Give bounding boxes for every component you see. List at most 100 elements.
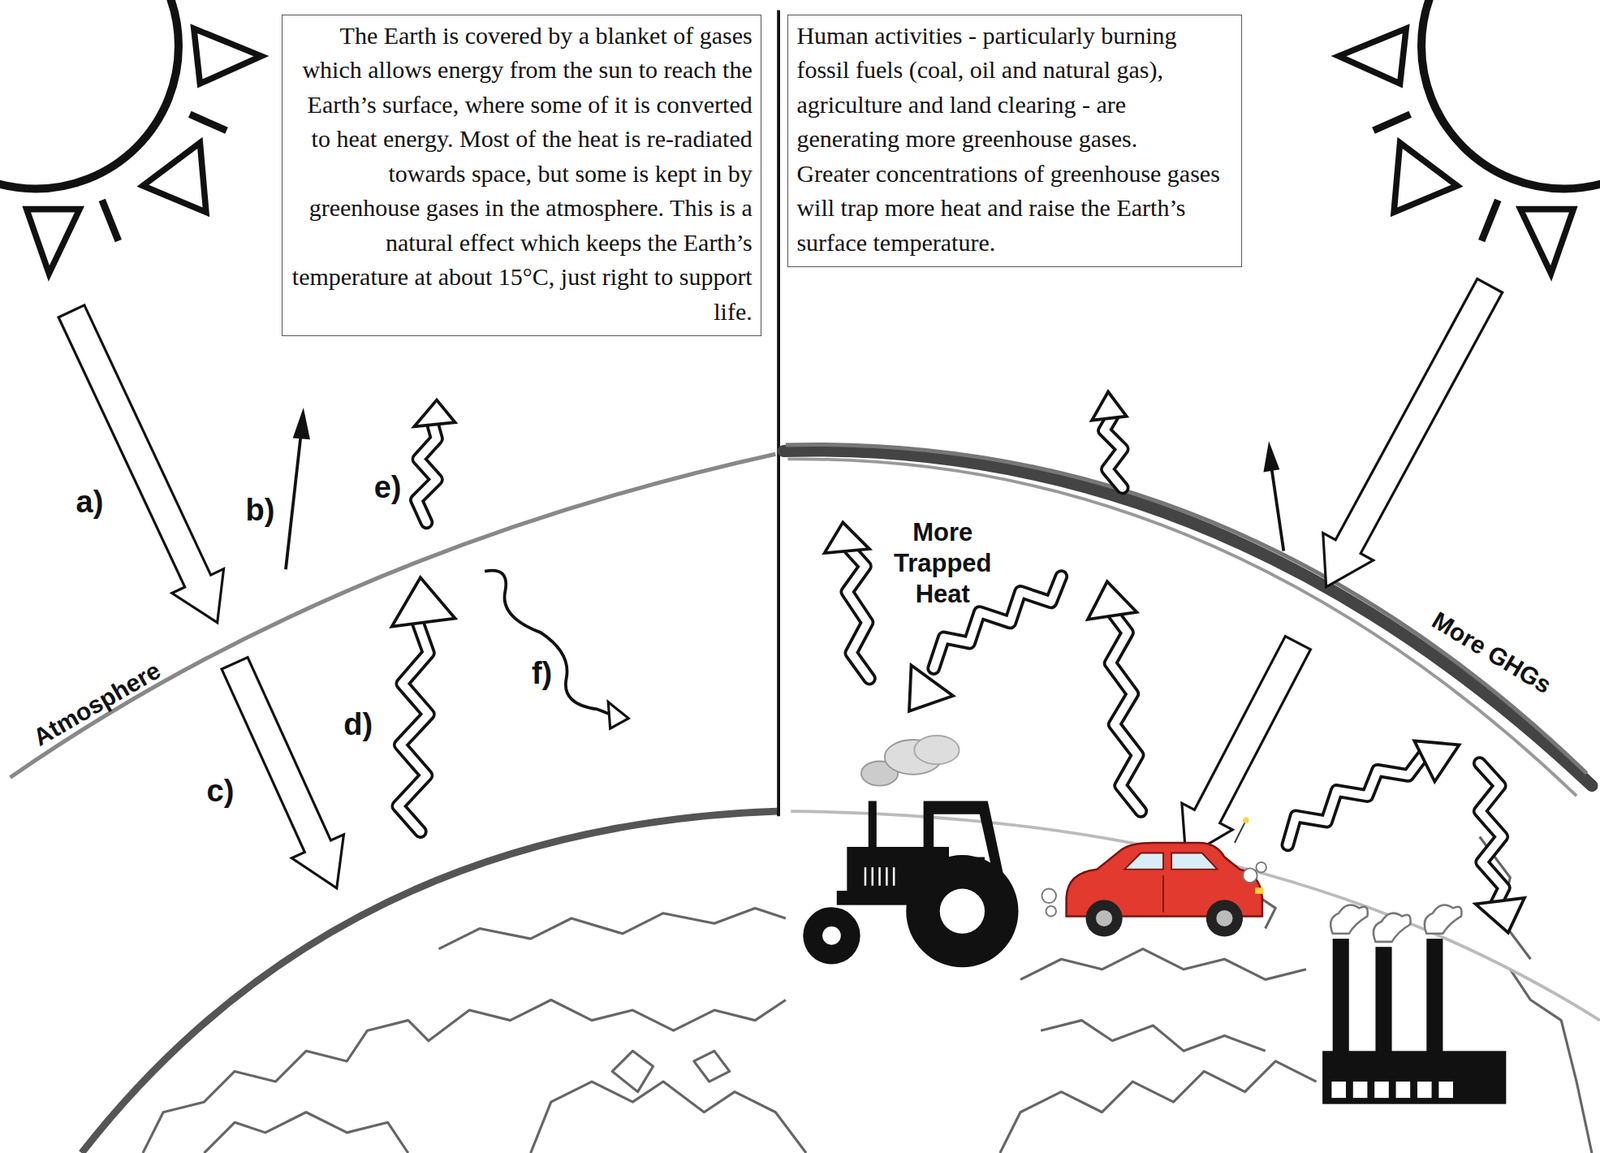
illustration-part <box>1041 817 1267 937</box>
illustration-part <box>1353 1081 1368 1098</box>
illustration-part <box>1373 913 1411 942</box>
illustration-part <box>1110 612 1142 811</box>
illustration-part <box>45 271 1515 900</box>
illustration-part <box>392 577 456 626</box>
illustration-part <box>416 420 437 523</box>
illustration-part <box>1301 271 1515 601</box>
illustration-part <box>1254 887 1264 894</box>
callout-letter: c) <box>207 773 235 809</box>
text-box: The Earth is covered by a blanket of gas… <box>281 14 762 337</box>
callout-letter: b) <box>245 492 276 528</box>
illustration-part <box>1124 853 1164 870</box>
callout-letter: e) <box>374 470 402 505</box>
illustration-part <box>397 413 1505 906</box>
text-box: Human activities - particularly burning … <box>787 14 1242 268</box>
illustration-part <box>1374 1081 1389 1098</box>
illustration-part <box>1396 1081 1411 1098</box>
illustration-part <box>1234 822 1246 843</box>
illustration-part <box>81 810 778 1153</box>
callout-letter: f) <box>531 655 553 691</box>
illustration-part <box>1020 948 1307 980</box>
atmosphere-label: Atmosphere <box>28 656 166 752</box>
illustration-part <box>45 298 243 634</box>
illustration-part <box>203 1112 408 1153</box>
illustration-part <box>1162 875 1165 912</box>
illustration-part <box>416 420 437 523</box>
illustration-part <box>824 521 870 553</box>
illustration-part <box>1322 905 1506 1105</box>
illustration-part <box>608 702 629 729</box>
illustration-part <box>1206 899 1243 936</box>
illustration-part <box>1426 938 1443 1057</box>
illustration-part <box>694 1050 730 1082</box>
illustration-part <box>1087 581 1137 619</box>
illustration-part <box>294 413 308 438</box>
illustration-part <box>392 392 1525 933</box>
illustration-part <box>1085 899 1122 936</box>
illustration-part <box>612 1050 653 1092</box>
illustration-part <box>1287 754 1424 846</box>
illustration-part <box>285 413 1284 570</box>
illustration-part <box>397 413 1505 906</box>
illustration-part <box>1242 867 1258 883</box>
illustration-part <box>1104 413 1123 488</box>
illustration-part <box>1331 1081 1346 1098</box>
illustration-part <box>1330 905 1462 942</box>
illustration-part <box>1287 754 1424 846</box>
illustration-part <box>846 545 870 678</box>
illustration-part <box>1338 0 1600 274</box>
illustration-part <box>940 888 985 934</box>
illustration-part <box>822 926 841 945</box>
illustration-part <box>802 735 1018 967</box>
illustration-part <box>10 453 777 777</box>
illustration-part <box>1045 905 1057 917</box>
illustration-part <box>1322 1050 1506 1104</box>
illustration-part <box>142 1000 786 1153</box>
illustration-part <box>1438 1081 1454 1098</box>
callout-letter: a) <box>76 484 104 520</box>
illustration-part <box>1091 392 1127 421</box>
illustration-part <box>790 810 1600 1021</box>
illustration-part <box>0 0 262 274</box>
illustration-part <box>1479 763 1505 906</box>
illustration-part <box>1331 1081 1454 1098</box>
illustration-part <box>285 433 302 570</box>
illustration-part <box>397 624 429 832</box>
illustration-part <box>868 800 877 847</box>
illustration-part <box>802 906 860 964</box>
illustration-part <box>1000 1060 1317 1153</box>
illustration-part <box>905 854 1018 967</box>
illustration-part <box>1110 612 1142 811</box>
illustration-part <box>397 413 1505 906</box>
illustration-part <box>1417 1081 1432 1098</box>
illustration-part <box>783 450 1592 786</box>
illustration-part <box>776 10 781 817</box>
illustration-part <box>397 624 429 832</box>
box-text: Greater concentrations of greenhouse gas… <box>796 156 1233 261</box>
heat-label: More Trapped Heat <box>893 517 992 609</box>
illustration-part <box>1104 413 1123 488</box>
illustration-part <box>909 664 954 712</box>
illustration-part <box>1041 862 1267 917</box>
illustration-part <box>846 545 870 678</box>
callout-letter: d) <box>343 707 373 742</box>
illustration-part <box>865 866 894 886</box>
illustration-part <box>1095 909 1113 927</box>
illustration-part <box>1160 629 1324 871</box>
illustration-part <box>892 866 896 886</box>
illustration-part <box>484 570 611 715</box>
illustration-part <box>1271 467 1284 552</box>
illustration-part <box>1479 763 1505 906</box>
illustration-part <box>1040 1020 1266 1052</box>
illustration-part <box>414 400 455 427</box>
illustration-part <box>530 1081 807 1153</box>
illustration-part <box>1375 946 1392 1056</box>
illustration-part <box>1265 446 1278 471</box>
illustration-part <box>1041 888 1057 904</box>
ghg-label: More GHGs <box>1427 606 1557 699</box>
illustration-part <box>785 444 1588 773</box>
illustration-part <box>1414 740 1459 781</box>
illustration-part <box>142 836 1592 1153</box>
illustration-part <box>1475 897 1525 933</box>
